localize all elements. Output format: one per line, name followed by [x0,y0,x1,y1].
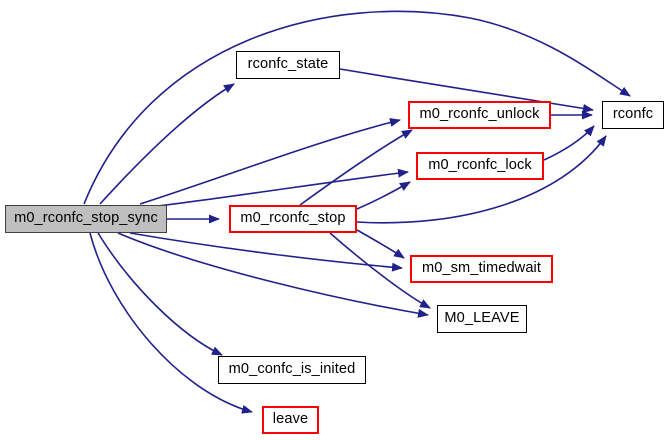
node-label: m0_rconfc_unlock [419,106,540,123]
node-label: leave [272,411,309,428]
edge-stop-to-rconfc [356,135,607,224]
node-m0-leave[interactable]: M0_LEAVE [437,305,527,333]
node-m0-sm-timedwait[interactable]: m0_sm_timedwait [410,255,553,283]
edge-stop-sync-to-rconfc-state [99,83,235,205]
edge-stop-to-lock [356,181,411,210]
node-label: M0_LEAVE [444,310,520,327]
edge-stop-to-unlock [299,129,413,206]
node-m0-rconfc-stop[interactable]: m0_rconfc_stop [229,205,357,233]
edge-stop-sync-to-lock [149,168,409,208]
edge-stop-sync-to-rconfc [83,10,631,205]
edge-rconfc-state-to-rconfc [339,68,594,113]
edge-lock-to-rconfc [543,125,595,161]
node-m0-rconfc-unlock[interactable]: m0_rconfc_unlock [408,101,551,129]
edge-stop-to-timedwait [356,229,405,259]
node-rconfc[interactable]: rconfc [602,101,664,129]
node-m0-confc-is-inited[interactable]: m0_confc_is_inited [218,356,366,384]
node-label: m0_rconfc_lock [428,157,532,174]
edge-stop-sync-to-m0-leave [117,232,429,318]
node-rconfc-state[interactable]: rconfc_state [236,51,340,79]
edge-stop-sync-to-confc-is-inited [97,232,223,356]
node-m0-rconfc-lock[interactable]: m0_rconfc_lock [416,152,544,180]
node-label: rconfc [612,106,654,123]
node-label: m0_sm_timedwait [421,260,542,277]
node-label: m0_rconfc_stop [240,210,346,227]
node-label: m0_rconfc_stop_sync [14,210,158,227]
node-label: rconfc_state [247,56,329,73]
edge-stop-sync-to-timedwait [129,232,403,272]
node-leave[interactable]: leave [262,406,319,434]
node-label: m0_confc_is_inited [228,361,356,378]
edge-stop-sync-to-unlock [139,118,401,205]
edge-stop-to-m0-leave [329,232,431,309]
edge-stop-sync-to-leave [89,232,253,414]
node-m0-rconfc-stop-sync[interactable]: m0_rconfc_stop_sync [5,205,167,233]
